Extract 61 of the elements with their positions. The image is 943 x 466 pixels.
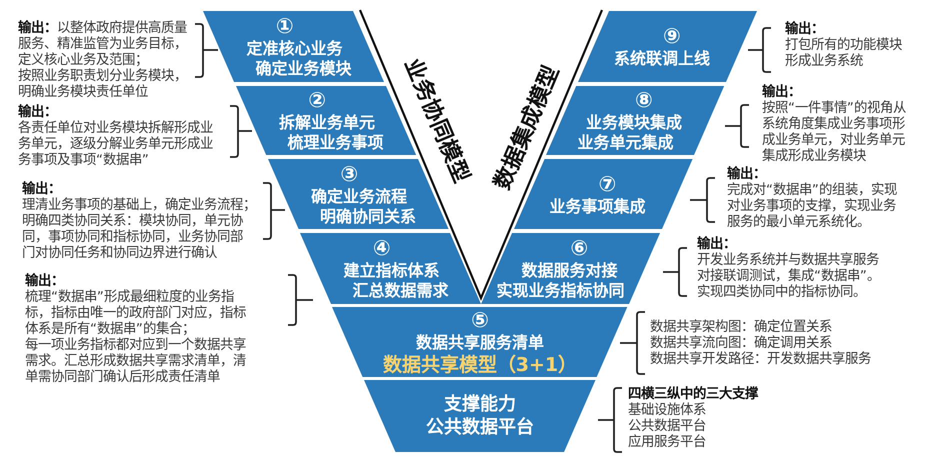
step-title: 实现业务指标协同 — [496, 281, 625, 301]
step-number: ⑧ — [634, 88, 653, 113]
annotation-heading: 输出： — [25, 274, 64, 289]
band-segment — [203, 11, 384, 82]
step-title: 确定业务模块 — [255, 59, 352, 79]
annotation-text: 按照“一件事情”的视角从系统角度集成业务事项形成业务单元，对业务单元集成形成业务模块 — [762, 101, 907, 165]
step-number: ① — [276, 14, 294, 39]
step-title: 定准核心业务 — [246, 39, 343, 59]
annotation-text: 开发业务系统并与数据共享服务对接联调测试，集成“数据串”。 — [697, 253, 881, 284]
step-title: 公共数据平台 — [426, 416, 534, 439]
annotation-heading: 输出： — [697, 237, 736, 252]
step-title: 拆解业务单元 — [278, 113, 375, 133]
band-segment — [332, 307, 628, 377]
annotation-text: 基础设施体系 — [628, 403, 706, 418]
annotation-text: 各责任单位对业务模块拆解形成业务单元，逐级分解业务单元形成业务事项及事项“数据串” — [18, 121, 214, 169]
step-title: 业务模块集成 — [586, 113, 682, 133]
step-title: 数据服务对接 — [521, 261, 618, 281]
annotation-text: 梳理“数据串”形成最细粒度的业务指标，指标由唯一的政府部门对应，指标体系是所有“数据串”的集合； — [25, 290, 247, 337]
step-number: ② — [308, 88, 326, 113]
step-number: ⑤ — [471, 308, 489, 332]
step-title: 支撑能力 — [444, 393, 516, 416]
highlight-title: 数据共享模型（3+1） — [382, 352, 578, 376]
annotation-text: 每一项业务指标都对应到一个数据共享需求。汇总形成数据共享需求清单，清单需协同部门确认后形成责任清单 — [25, 338, 247, 386]
annotation-heading: 输出： — [762, 85, 801, 100]
step-number: ④ — [372, 236, 391, 261]
annotation-text: 实现四类协同中的指标协同。 — [697, 285, 866, 301]
step-number: ⑦ — [598, 172, 616, 196]
annotation-heading: 输出： — [727, 167, 766, 182]
annotation-text: 打包所有的功能模块形成业务系统 — [785, 38, 903, 70]
band-segment — [480, 233, 660, 304]
annotation-heading: 四横三纵中的三大支撑 — [628, 387, 758, 402]
step-title: 数据共享服务清单 — [416, 332, 544, 352]
model-label: 业务协同模型 — [398, 55, 474, 187]
step-number: ⑨ — [662, 24, 681, 49]
step-title: 梳理业务事项 — [288, 133, 384, 153]
annotation-text: 按照业务职责划分业务模块，明确业务模块责任单位 — [18, 69, 188, 101]
annotation-text: 理清业务事项的基础上，确定业务流程； — [22, 198, 256, 213]
step-title: 确定业务流程 — [311, 186, 408, 206]
annotation-text: 应用服务平台 — [628, 435, 706, 451]
step-number: ③ — [340, 162, 358, 186]
band-segment — [300, 233, 482, 304]
annotation-text: 明确四类协同关系：模块协同，单元协同，事项协同和指标协同，业务协同部门对协同任务和协同边界进行确认 — [22, 214, 244, 262]
step-title: 建立指标体系 — [344, 261, 440, 281]
annotation-text: 输出：以整体政府提供高质量服务、精准监管为业务目标，定义核心业务及范围； — [18, 21, 188, 68]
annotation-heading: 输出： — [785, 22, 824, 37]
step-title: 汇总数据需求 — [352, 281, 448, 301]
annotation-text: 数据共享开发路径：开发数据共享服务 — [650, 352, 871, 368]
step-title: 系统联调上线 — [614, 49, 710, 69]
annotation-text: 数据共享架构图：确定位置关系 — [650, 320, 832, 335]
band-segment — [364, 380, 596, 452]
step-title: 业务单元集成 — [577, 133, 674, 153]
annotation-text: 公共数据平台 — [628, 419, 706, 434]
annotation-heading: 输出： — [22, 182, 61, 197]
annotation-text: 数据共享流向图：确定调用关系 — [650, 336, 832, 351]
step-title: 业务事项集成 — [550, 196, 646, 216]
band-segment — [578, 11, 757, 82]
annotation-heading: 输出： — [18, 105, 57, 120]
step-title: 明确协同关系 — [320, 206, 416, 226]
step-number: ⑥ — [570, 236, 588, 261]
model-label: 数据集成模型 — [490, 62, 566, 194]
annotation-text: 完成对“数据串”的组装，实现对业务事项的支撑，实现业务服务的最小单元系统化。 — [727, 183, 898, 231]
